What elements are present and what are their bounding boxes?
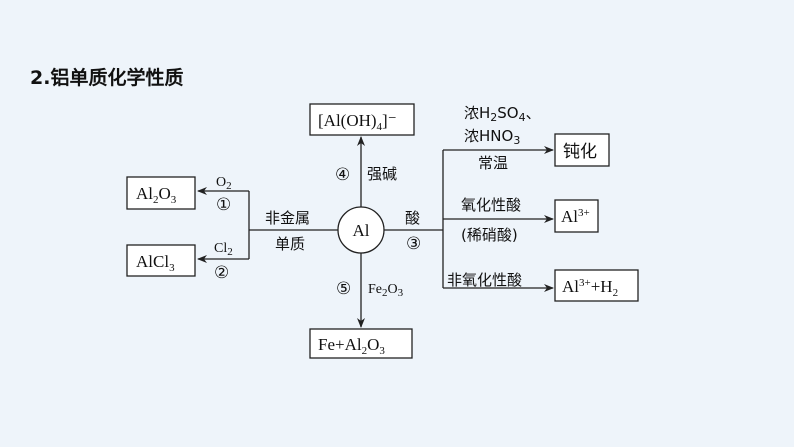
label-num1: ① — [216, 195, 231, 214]
label-strong-base: 强碱 — [367, 165, 397, 183]
label-conc-h2so4: 浓H2SO4、 — [464, 104, 541, 124]
hydroxoaluminate-label: [Al(OH)4]⁻ — [318, 111, 397, 133]
box-al2o3 — [126, 176, 196, 210]
label-num2: ② — [214, 263, 229, 282]
al3-h2-label: Al3++H2 — [562, 277, 618, 299]
label-conc-hno3: 浓HNO3 — [464, 127, 520, 147]
section-title: 2.铝单质化学性质 — [30, 66, 183, 89]
label-elemental: 单质 — [275, 235, 305, 253]
label-nonoxidizing-acid: 非氧化性酸 — [447, 271, 522, 289]
label-room-temp: 常温 — [478, 154, 508, 172]
label-fe2o3: Fe2O3 — [368, 282, 404, 299]
al3-label: Al3+ — [561, 207, 590, 226]
label-oxidizing-acid: 氧化性酸 — [461, 196, 521, 214]
label-num4: ④ — [335, 165, 350, 184]
al-label: Al — [353, 221, 370, 240]
box-fe-al2o3 — [309, 328, 413, 359]
label-o2: O2 — [216, 175, 232, 192]
box-hydroxoaluminate — [309, 103, 415, 136]
box-al3 — [554, 199, 599, 233]
label-cl2: Cl2 — [214, 241, 233, 258]
passivation-label: 钝化 — [563, 142, 597, 162]
label-num3: ③ — [406, 234, 421, 253]
label-num5: ⑤ — [336, 279, 351, 298]
alcl3-label: AlCl3 — [136, 252, 175, 274]
fe-al2o3-label: Fe+Al2O3 — [318, 335, 385, 357]
box-al3-h2 — [554, 269, 639, 302]
box-alcl3 — [126, 244, 196, 277]
al2o3-label: Al2O3 — [136, 184, 177, 206]
box-passivation — [554, 133, 610, 167]
label-dilute-nitric: (稀硝酸) — [461, 226, 518, 244]
label-acid: 酸 — [405, 209, 420, 227]
label-nonmetal: 非金属 — [265, 209, 310, 227]
